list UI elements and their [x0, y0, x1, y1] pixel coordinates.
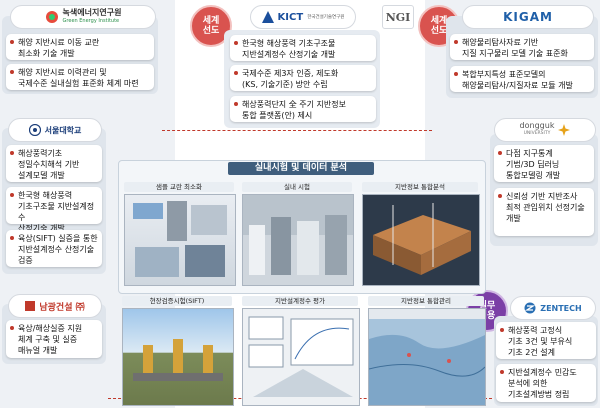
kict-item-2: 국제수준 제3자 인증, 제도화(KS, 기술기준) 방안 수립 — [230, 65, 376, 91]
zentech-logo: ZENTECH — [510, 296, 596, 320]
sift-label: 현장검증시험(SIFT) — [122, 296, 232, 306]
namgwang-name: 남광건설 ㈜ — [39, 302, 85, 313]
snu-name: 서울대학교 — [44, 124, 82, 135]
lab-test-label: 실내 시험 — [242, 182, 352, 192]
param-eval-image — [242, 308, 360, 406]
geo-mgmt-label: 지반정보 통합관리 — [368, 296, 484, 306]
geo-mgmt-image — [368, 308, 486, 406]
kigam-name: KIGAM — [503, 10, 553, 24]
dongguk-name: dongguk — [519, 121, 555, 130]
kigam-logo: KIGAM — [462, 5, 594, 29]
geo-analysis-image — [362, 194, 480, 286]
connector-top — [162, 130, 432, 131]
kict-logo: KICT 한국건설기술연구원 — [250, 5, 356, 29]
kier-logo: 녹색에너지연구원 Green Energy Institute — [10, 5, 156, 29]
kier-emblem-icon — [45, 11, 58, 23]
zentech-name: ZENTECH — [540, 303, 582, 313]
geo-analysis-label: 지반정보 통합분석 — [362, 182, 478, 192]
dongguk-logo: dongguk UNIVERSITY — [494, 118, 596, 142]
sample-label: 샘플 교란 최소화 — [124, 182, 234, 192]
ngi-name: NGI — [385, 10, 411, 24]
lab-test-image — [242, 194, 354, 286]
sample-image — [124, 194, 236, 286]
namgwang-logo: 남광건설 ㈜ — [8, 294, 102, 318]
zentech-emblem-icon — [524, 302, 536, 314]
center-title: 실내시험 및 데이터 분석 — [228, 162, 374, 175]
snu-emblem-icon — [28, 124, 41, 136]
ngi-logo: NGI — [382, 5, 414, 29]
sift-image — [122, 308, 234, 406]
namgwang-emblem-icon — [25, 301, 36, 311]
kict-name: KICT — [277, 11, 304, 23]
kier-name-ko: 녹색에너지연구원 — [62, 8, 122, 17]
dongguk-emblem-icon — [558, 124, 571, 136]
kict-emblem-icon — [261, 11, 274, 23]
param-eval-label: 지반설계정수 평가 — [242, 296, 358, 306]
kier-name-en: Green Energy Institute — [62, 18, 120, 24]
snu-logo: 서울대학교 — [8, 118, 102, 142]
dongguk-sub: UNIVERSITY — [523, 131, 551, 136]
center-frame: 실내시험 및 데이터 분석 샘플 교란 최소화 실내 시험 지반정보 통합분석 — [108, 160, 492, 408]
kict-sub: 한국건설기술연구원 — [307, 15, 345, 20]
